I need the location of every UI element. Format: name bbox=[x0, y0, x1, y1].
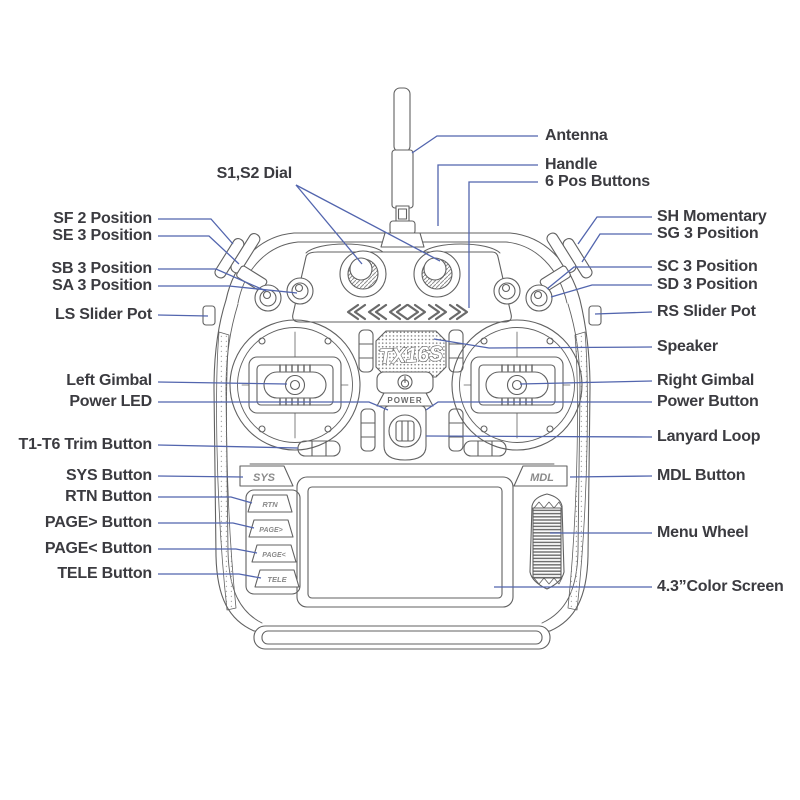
left-shoulder-switches bbox=[214, 233, 268, 292]
label-handle: Handle bbox=[545, 156, 598, 173]
label-lanyard: Lanyard Loop bbox=[657, 428, 761, 445]
label-ls: LS Slider Pot bbox=[55, 306, 152, 323]
label-se: SE 3 Position bbox=[52, 227, 152, 244]
label-menu-wheel: Menu Wheel bbox=[657, 524, 749, 541]
leader-page-next bbox=[158, 522, 255, 529]
menu-wheel-drawing bbox=[529, 493, 565, 590]
leader-sb bbox=[158, 268, 267, 292]
leader-six-pos bbox=[468, 181, 538, 308]
face-toggle-switches bbox=[254, 277, 553, 312]
mdl-text: MDL bbox=[530, 472, 554, 484]
s2-dial bbox=[413, 250, 461, 298]
leader-left-gimbal bbox=[157, 381, 288, 385]
page-next-button-drawing bbox=[248, 519, 294, 538]
rs-slider-pot-drawing bbox=[588, 305, 602, 326]
rtn-button-drawing bbox=[247, 494, 293, 513]
speaker-drawing bbox=[375, 330, 447, 378]
label-rs: RS Slider Pot bbox=[657, 303, 756, 320]
leader-tele bbox=[158, 573, 262, 579]
label-sys: SYS Button bbox=[66, 467, 152, 484]
label-right-gimbal: Right Gimbal bbox=[657, 372, 755, 389]
right-gimbal-drawing bbox=[451, 319, 583, 451]
label-sf: SF 2 Position bbox=[53, 210, 152, 227]
nav-buttons-panel bbox=[245, 489, 301, 595]
leader-sh bbox=[577, 216, 652, 245]
leader-speaker bbox=[433, 338, 653, 349]
label-trim: T1-T6 Trim Button bbox=[18, 436, 153, 453]
leader-sf bbox=[158, 218, 234, 245]
right-shoulder-switches bbox=[539, 232, 593, 292]
logo-text: TX16S bbox=[378, 342, 443, 368]
color-screen-drawing bbox=[296, 476, 514, 608]
label-page-next: PAGE> Button bbox=[44, 514, 152, 531]
leader-sa bbox=[158, 285, 298, 294]
leader-ls bbox=[157, 314, 209, 317]
label-screen: 4.3”Color Screen bbox=[657, 578, 784, 595]
sys-text: SYS bbox=[253, 472, 276, 484]
leader-page-prev bbox=[158, 548, 258, 554]
leader-s1 bbox=[295, 184, 363, 265]
leader-lanyard bbox=[425, 435, 653, 438]
leader-rs bbox=[594, 311, 653, 315]
leader-mdl bbox=[569, 475, 653, 478]
label-tele: TELE Button bbox=[57, 565, 152, 582]
right-grip-texture bbox=[567, 331, 588, 611]
page-prev-button-drawing bbox=[251, 544, 297, 563]
left-grip-texture bbox=[216, 331, 237, 611]
label-sd: SD 3 Position bbox=[657, 276, 758, 293]
label-sc: SC 3 Position bbox=[657, 258, 758, 275]
trim-buttons bbox=[297, 329, 507, 457]
page-next-text: PAGE> bbox=[259, 527, 282, 534]
label-six-pos: 6 Pos Buttons bbox=[545, 173, 650, 190]
label-speaker: Speaker bbox=[657, 338, 718, 355]
label-antenna: Antenna bbox=[545, 127, 608, 144]
label-sh: SH Momentary bbox=[657, 208, 767, 225]
label-page-prev: PAGE< Button bbox=[44, 540, 152, 557]
leader-lines bbox=[157, 135, 653, 588]
leader-power-button bbox=[425, 401, 652, 411]
label-sa: SA 3 Position bbox=[52, 277, 152, 294]
leader-sys bbox=[157, 475, 244, 478]
power-button-drawing bbox=[376, 371, 434, 407]
leader-rtn bbox=[158, 496, 253, 504]
top-face-plate bbox=[292, 250, 512, 323]
leader-se bbox=[158, 235, 240, 265]
label-power-led: Power LED bbox=[69, 393, 152, 410]
leader-trim bbox=[157, 444, 299, 449]
six-pos-buttons-drawing bbox=[346, 303, 469, 321]
leader-sc bbox=[546, 266, 652, 290]
label-rtn: RTN Button bbox=[65, 488, 152, 505]
antenna-drawing bbox=[380, 87, 425, 248]
leader-power-led bbox=[158, 401, 389, 411]
sys-button-drawing bbox=[239, 465, 294, 487]
tele-button-drawing bbox=[254, 569, 300, 588]
leader-antenna bbox=[411, 135, 538, 154]
label-power-button: Power Button bbox=[657, 393, 759, 410]
tele-text: TELE bbox=[267, 575, 287, 584]
label-left-gimbal: Left Gimbal bbox=[66, 372, 152, 389]
label-sb: SB 3 Position bbox=[51, 260, 152, 277]
leader-handle bbox=[437, 164, 538, 226]
power-text: POWER bbox=[387, 396, 422, 405]
label-sg: SG 3 Position bbox=[657, 225, 759, 242]
label-s1s2: S1,S2 Dial bbox=[216, 165, 293, 182]
mdl-button-drawing bbox=[513, 465, 568, 487]
leader-right-gimbal bbox=[519, 380, 653, 385]
page-prev-text: PAGE< bbox=[262, 552, 285, 559]
leader-sd bbox=[550, 284, 652, 298]
left-gimbal-drawing bbox=[229, 319, 361, 451]
leader-sg bbox=[581, 233, 652, 263]
s1-dial bbox=[339, 250, 387, 298]
lanyard-loop-drawing bbox=[383, 405, 427, 461]
leader-s2 bbox=[295, 184, 441, 262]
rtn-text: RTN bbox=[262, 500, 278, 509]
label-mdl: MDL Button bbox=[657, 467, 746, 484]
